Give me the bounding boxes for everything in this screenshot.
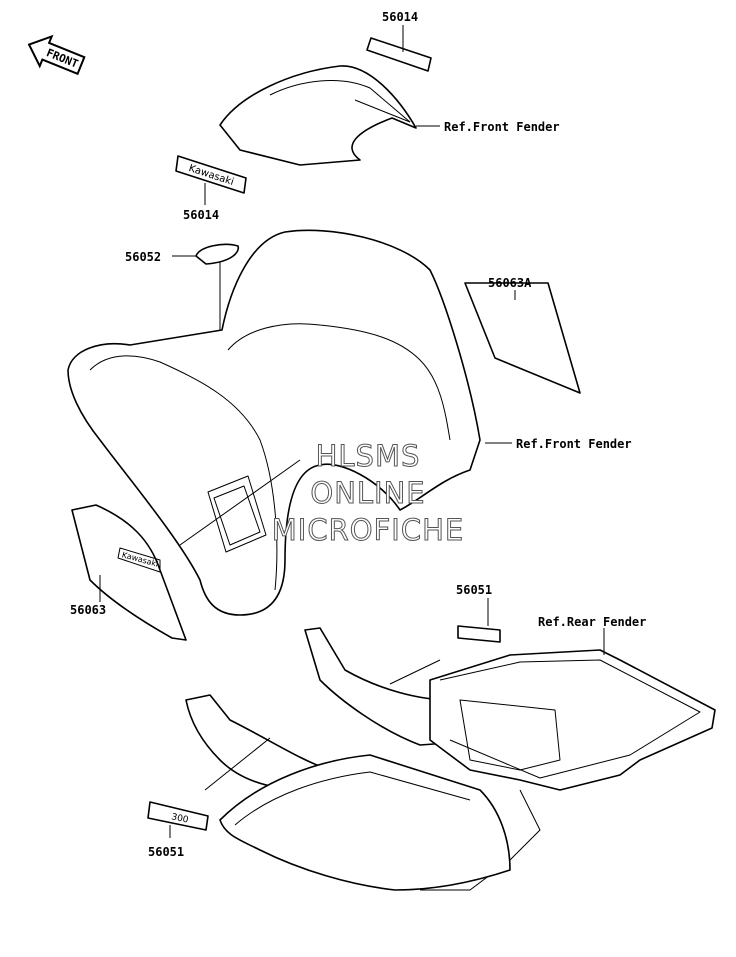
decal-56051-right (389, 598, 501, 685)
callout-56051-right: 56051 (456, 583, 492, 597)
watermark-line-1: HLSMS (316, 439, 421, 473)
decal-56063A (464, 282, 581, 394)
model-decal-text: 300 (170, 812, 189, 825)
callout-ref-front-fender-2: Ref.Front Fender (516, 437, 632, 451)
decal-56014-top (366, 25, 432, 72)
watermark: HLSMS ONLINE MICROFICHE (271, 439, 464, 548)
callout-56051-left: 56051 (148, 845, 184, 859)
watermark-line-3: MICROFICHE (272, 513, 464, 547)
front-fender-body (67, 229, 481, 616)
front-direction-arrow: FRONT (27, 34, 86, 76)
side-decal-56063: Kawasaki (71, 459, 301, 641)
rear-fender-left-side (185, 694, 511, 891)
emblem-56014: Kawasaki (175, 155, 247, 205)
watermark-line-2: ONLINE (310, 476, 425, 510)
front-fender-cover (219, 65, 440, 166)
callout-56063: 56063 (70, 603, 106, 617)
badge-56052 (172, 243, 240, 330)
callout-ref-front-fender-1: Ref.Front Fender (444, 120, 560, 134)
callout-56014-emblem: 56014 (183, 208, 219, 222)
decal-56051-left: 300 (147, 801, 209, 838)
callout-ref-rear-fender: Ref.Rear Fender (538, 615, 646, 629)
callout-56063A: 56063A (488, 276, 532, 290)
callout-56014-top: 56014 (382, 10, 418, 24)
callout-56052: 56052 (125, 250, 161, 264)
